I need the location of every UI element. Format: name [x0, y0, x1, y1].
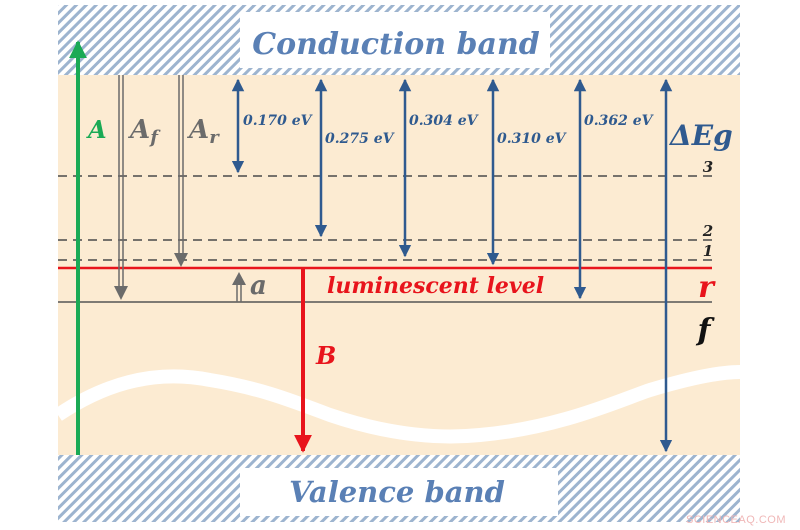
- transition-A-label: A: [86, 115, 107, 144]
- transition-B-label: B: [315, 341, 336, 370]
- conduction-band-label: Conduction band: [252, 27, 539, 62]
- conduction-band-label-box: [240, 12, 550, 68]
- r-level-label: r: [698, 270, 716, 305]
- band-gap-label: ΔEg: [668, 119, 733, 152]
- transition-Ar-label: Ar: [186, 115, 220, 148]
- valence-band-label-box: [240, 468, 558, 516]
- transition-a-label: a: [250, 271, 267, 301]
- level-1-label: 1: [703, 242, 713, 260]
- luminescent-level-label: luminescent level: [327, 273, 544, 299]
- valence-band-label: Valence band: [289, 475, 505, 509]
- watermark: SCIENCEAQ.COM: [685, 514, 786, 526]
- energy-label-0362: 0.362 eV: [584, 113, 655, 129]
- level-2-label: 2: [702, 222, 713, 240]
- energy-label-0170: 0.170 eV: [243, 113, 314, 129]
- transition-Af-arrow: [114, 75, 128, 300]
- axis-break-wave: [54, 365, 741, 444]
- transition-Ar-arrow: [174, 75, 188, 267]
- energy-label-0310: 0.310 eV: [497, 131, 568, 147]
- transition-a-arrow: [232, 272, 246, 302]
- energy-label-0275: 0.275 eV: [325, 131, 396, 147]
- energy-label-0304: 0.304 eV: [409, 113, 480, 129]
- level-3-label: 3: [703, 158, 713, 176]
